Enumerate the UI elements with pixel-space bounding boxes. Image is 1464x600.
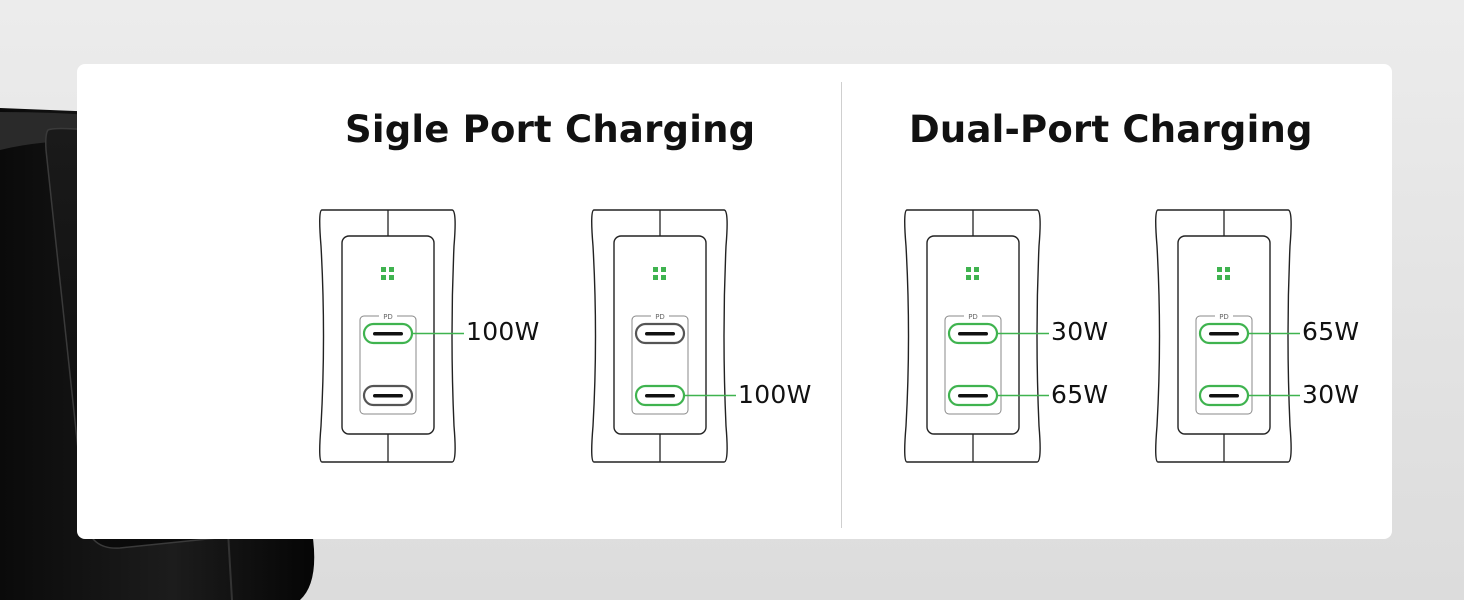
usb-c-port-icon [634,322,686,345]
led-indicator-icon [653,267,666,280]
section-divider [841,82,842,528]
pd-label: PD [1219,313,1229,321]
pd-label: PD [968,313,978,321]
top-port-wattage-label: 65W [1302,317,1360,346]
bottom-port-wattage-label: 30W [1302,380,1360,409]
usb-c-port-icon [947,322,999,345]
charger-diagram-dual-1: PD [904,209,1049,463]
usb-c-port-icon [1198,384,1250,407]
top-port-wattage-label: 30W [1051,317,1109,346]
led-indicator-icon [381,267,394,280]
bottom-port-wattage-label: 100W [738,380,812,409]
usb-c-port-icon [1198,322,1250,345]
top-port-wattage-label: 100W [466,317,540,346]
charger-diagram-single-1: PD [319,209,464,463]
usb-c-port-icon [362,384,414,407]
usb-c-port-icon [634,384,686,407]
charger-diagram-single-2: PD [591,209,736,463]
led-indicator-icon [1217,267,1230,280]
led-indicator-icon [966,267,979,280]
usb-c-port-icon [362,322,414,345]
pd-label: PD [655,313,665,321]
dual-port-title: Dual-Port Charging [909,108,1313,151]
pd-label: PD [383,313,393,321]
bottom-port-wattage-label: 65W [1051,380,1109,409]
charger-diagram-dual-2: PD [1155,209,1300,463]
single-port-title: Sigle Port Charging [345,108,756,151]
usb-c-port-icon [947,384,999,407]
